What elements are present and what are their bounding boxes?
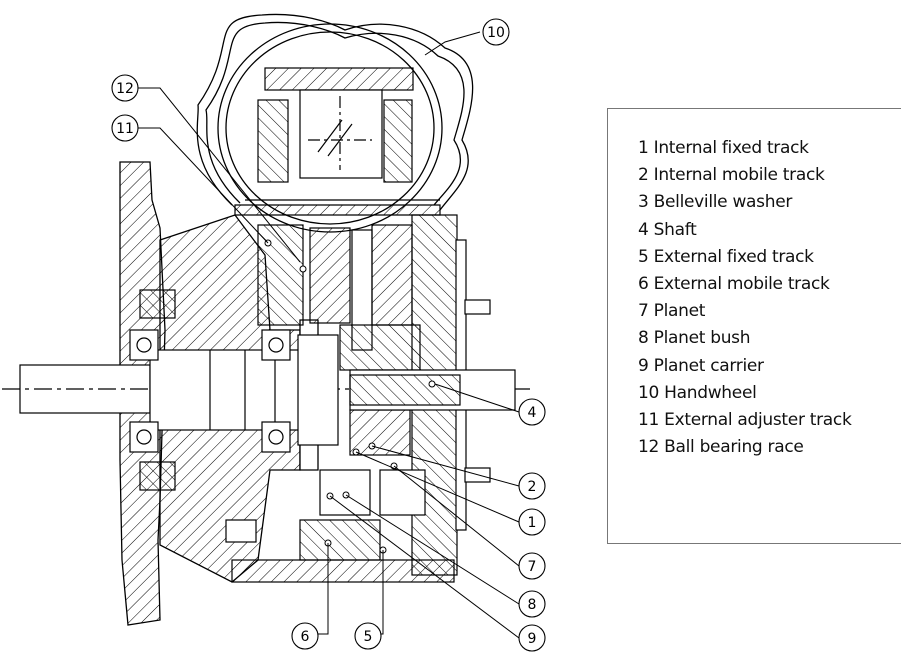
legend-item: 12 Ball bearing race [638,437,804,458]
legend-item: 8 Planet bush [638,328,751,349]
bearings [129,289,291,491]
legend-item: 3 Belleville washer [638,192,793,213]
legend-item: 2 Internal mobile track [638,165,825,186]
callout-7: 7 [528,559,537,575]
output-shaft [349,369,516,411]
legend-item: 10 Handwheel [638,382,757,403]
callout-12: 12 [116,81,134,97]
legend-item: 9 Planet carrier [638,355,764,376]
legend-item: 1 Internal fixed track [638,138,809,158]
legend-item: 4 Shaft [638,219,697,240]
legend-item: 7 Planet [638,301,706,322]
legend-item: 6 External mobile track [638,273,830,294]
leader-lines [138,31,520,639]
callout-9: 9 [528,631,537,647]
callout-6: 6 [301,629,310,645]
parts-legend: 1 Internal fixed track 2 Internal mobile… [607,108,901,544]
legend-item: 11 External adjuster track [638,409,852,430]
callout-2: 2 [528,479,537,495]
callout-11: 11 [116,121,134,137]
cross-section-drawing: 10 12 11 4 2 1 7 8 9 6 5 [2,13,546,652]
legend-item: 5 External fixed track [638,246,814,267]
legend-list: 1 Internal fixed track 2 Internal mobile… [608,109,901,461]
callout-4: 4 [528,405,537,421]
callout-circles [111,18,546,652]
callout-5: 5 [364,629,373,645]
callout-8: 8 [528,597,537,613]
top-housing [245,67,440,201]
callout-1: 1 [528,515,537,531]
callout-10: 10 [487,25,505,41]
